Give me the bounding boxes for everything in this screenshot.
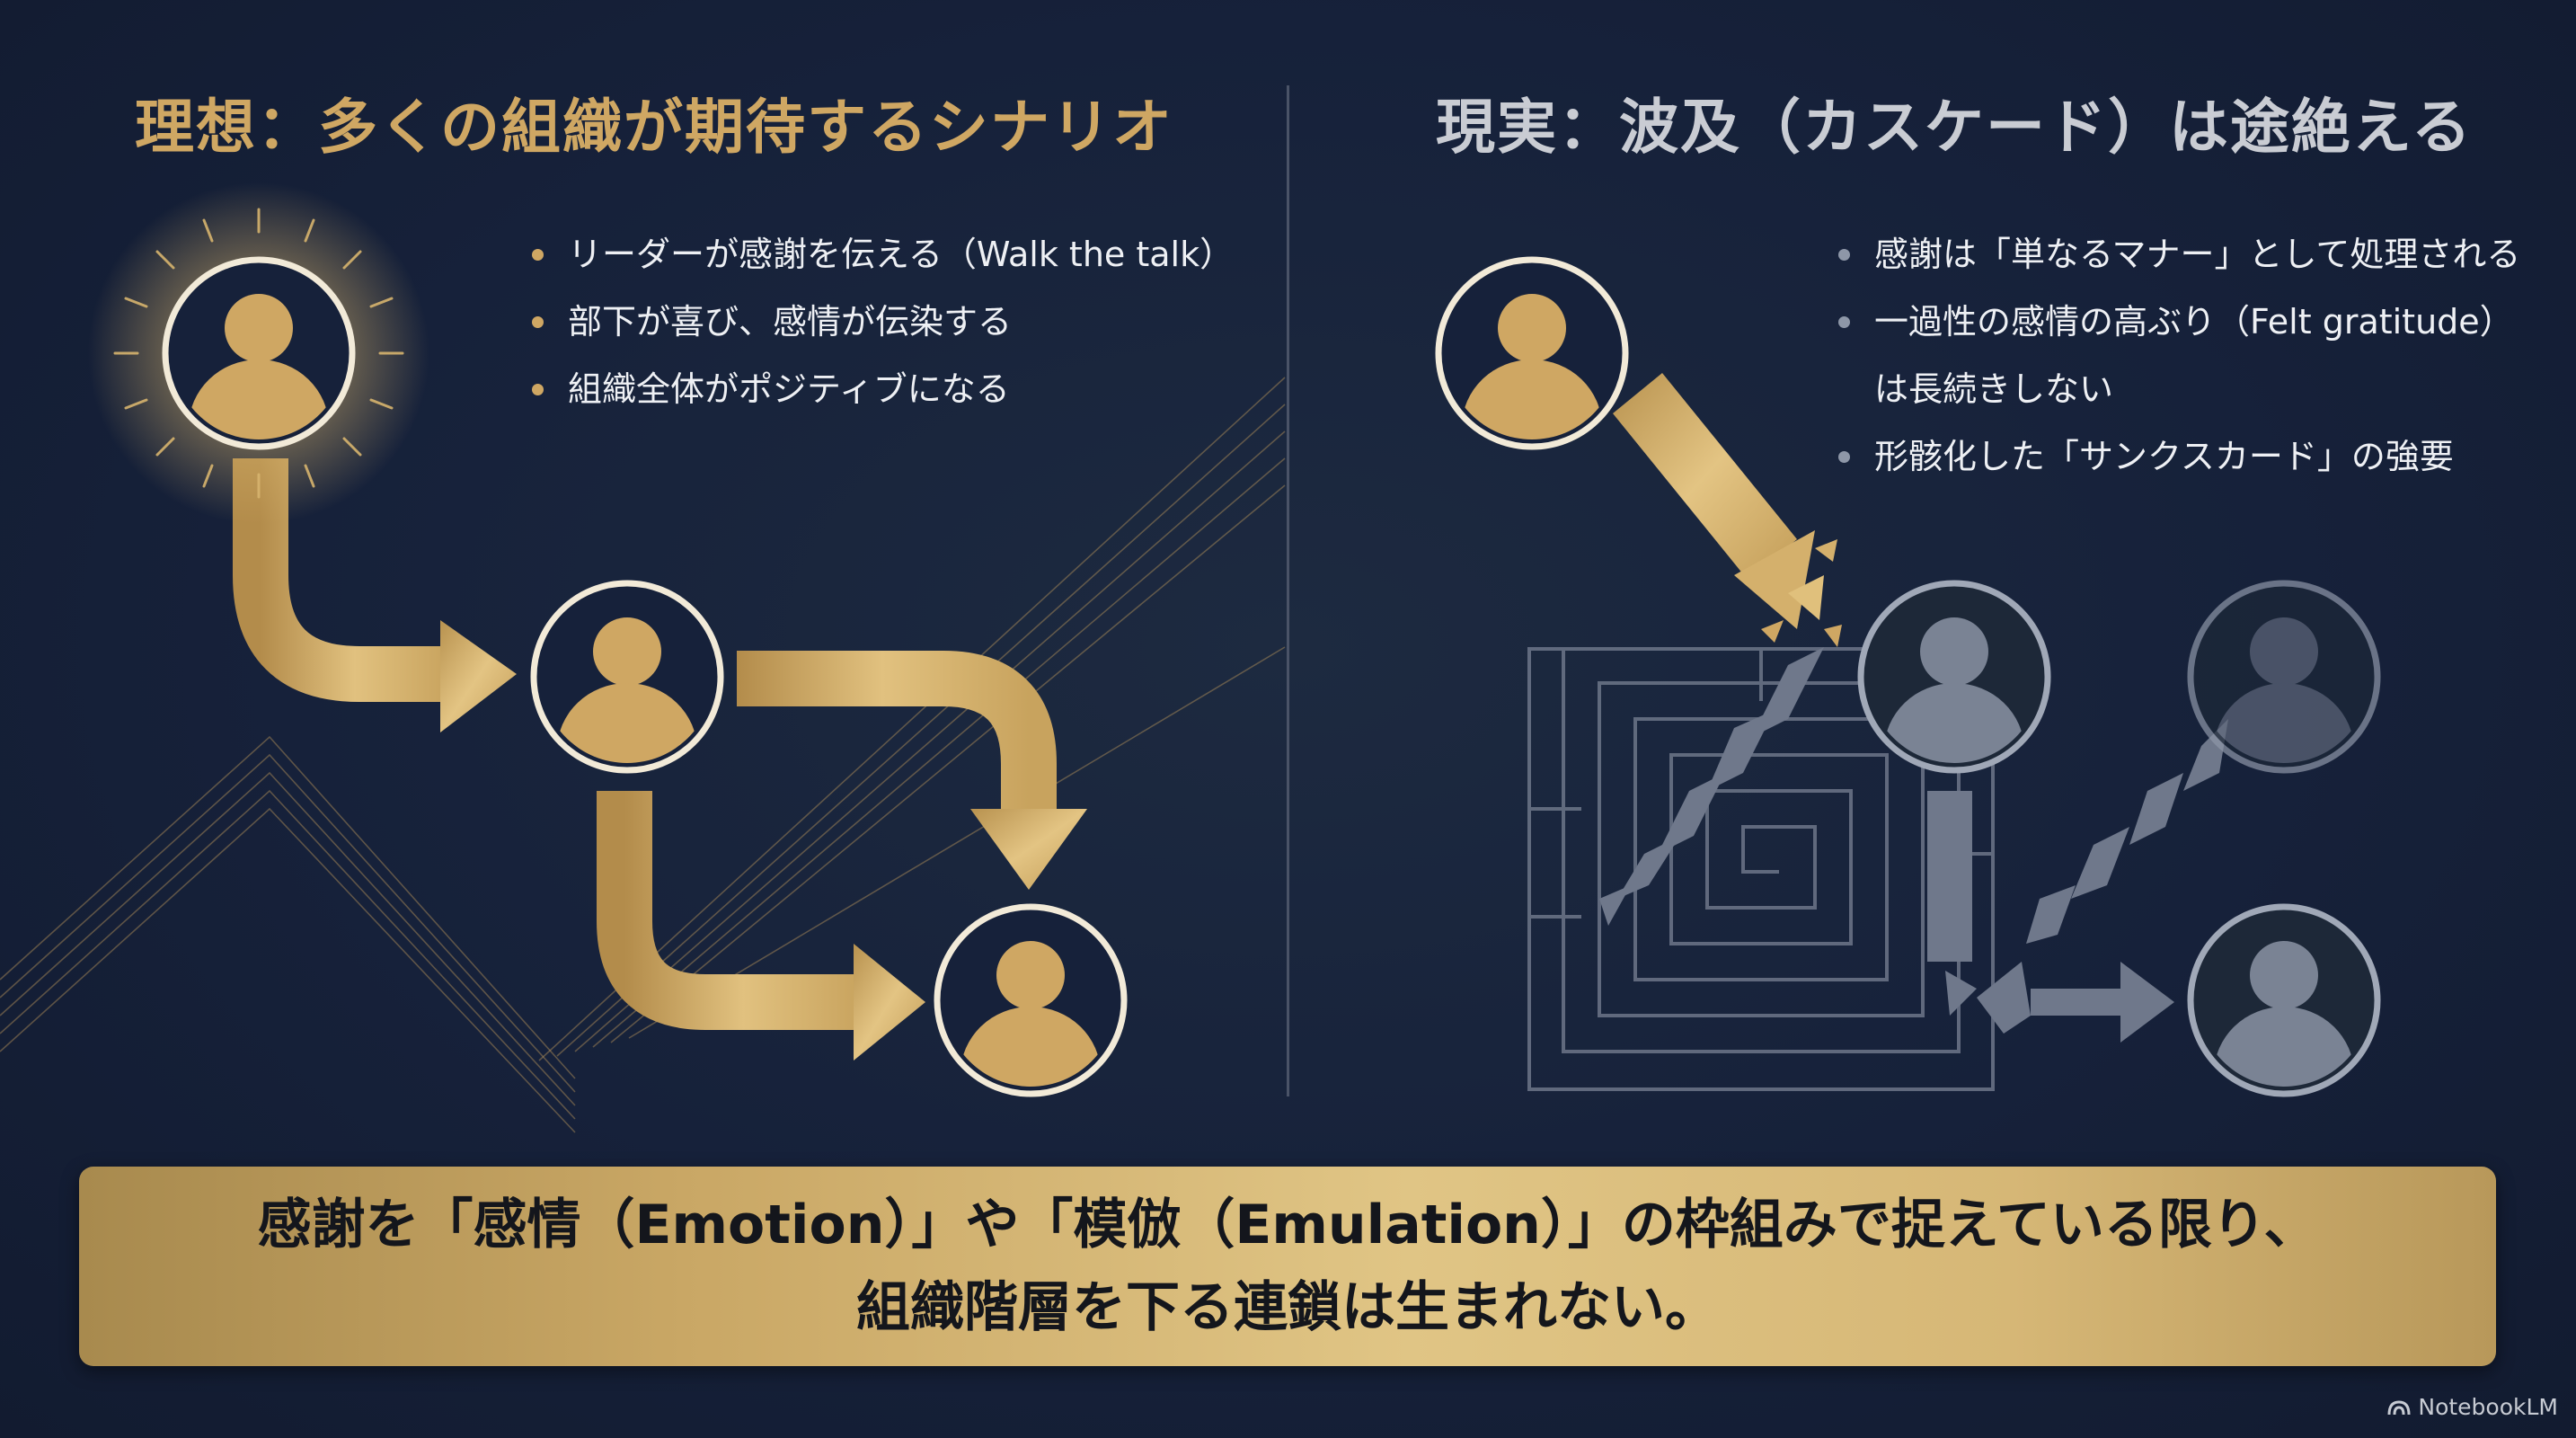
ideal-bullets: リーダーが感謝を伝える（Walk the talk） 部下が喜び、感情が伝染する… <box>532 221 1234 423</box>
faded-person-icon <box>2187 580 2381 774</box>
broken-arrow <box>1613 373 1842 647</box>
bullet-item: 感謝は「単なるマナー」として処理される <box>1838 221 2520 288</box>
ideal-title: 理想：多くの組織が期待するシナリオ <box>135 93 1173 162</box>
bullet-item: リーダーが感謝を伝える（Walk the talk） <box>532 221 1234 288</box>
maze-icon <box>1527 647 1995 1091</box>
reality-bullets: 感謝は「単なるマナー」として処理される 一過性の感情の高ぶり（Felt grat… <box>1838 221 2520 491</box>
bullet-item: 一過性の感情の高ぶり（Felt gratitude） <box>1838 288 2520 356</box>
decorative-lines <box>0 377 1286 1133</box>
banner-line-2: 組織階層を下る連鎖は生まれない。 <box>856 1276 1719 1339</box>
notebooklm-logo-icon <box>2387 1399 2411 1415</box>
conclusion-banner: 感謝を「感情（Emotion）」や「模倣（Emulation）」の枠組みで捉えて… <box>79 1167 2496 1366</box>
reality-title: 現実：波及（カスケード）は途絶える <box>1436 93 2474 162</box>
gray-shards <box>1599 647 2228 1043</box>
bullet-item: 部下が喜び、感情が伝染する <box>532 288 1234 356</box>
team-member-icon <box>934 903 1128 1097</box>
faded-person-icon <box>1857 580 2051 774</box>
cascade-arrows <box>233 458 1057 1030</box>
banner-line-1: 感謝を「感情（Emotion）」や「模倣（Emulation）」の枠組みで捉えて… <box>257 1194 2318 1256</box>
leader-icon <box>88 182 429 524</box>
bullet-item: 形骸化した「サンクスカード」の強要 <box>1838 423 2520 491</box>
leader-icon-reality <box>1435 256 1629 450</box>
watermark: NotebookLM <box>2387 1394 2558 1420</box>
bullet-continuation: は長続きしない <box>1874 369 2114 409</box>
watermark-text: NotebookLM <box>2418 1394 2558 1420</box>
center-divider <box>1287 85 1289 1096</box>
faded-person-icon <box>2187 903 2381 1097</box>
arrow-heads <box>440 620 1087 1061</box>
subordinate-icon <box>530 580 724 774</box>
bullet-item: 組織全体がポジティブになる <box>532 356 1234 423</box>
